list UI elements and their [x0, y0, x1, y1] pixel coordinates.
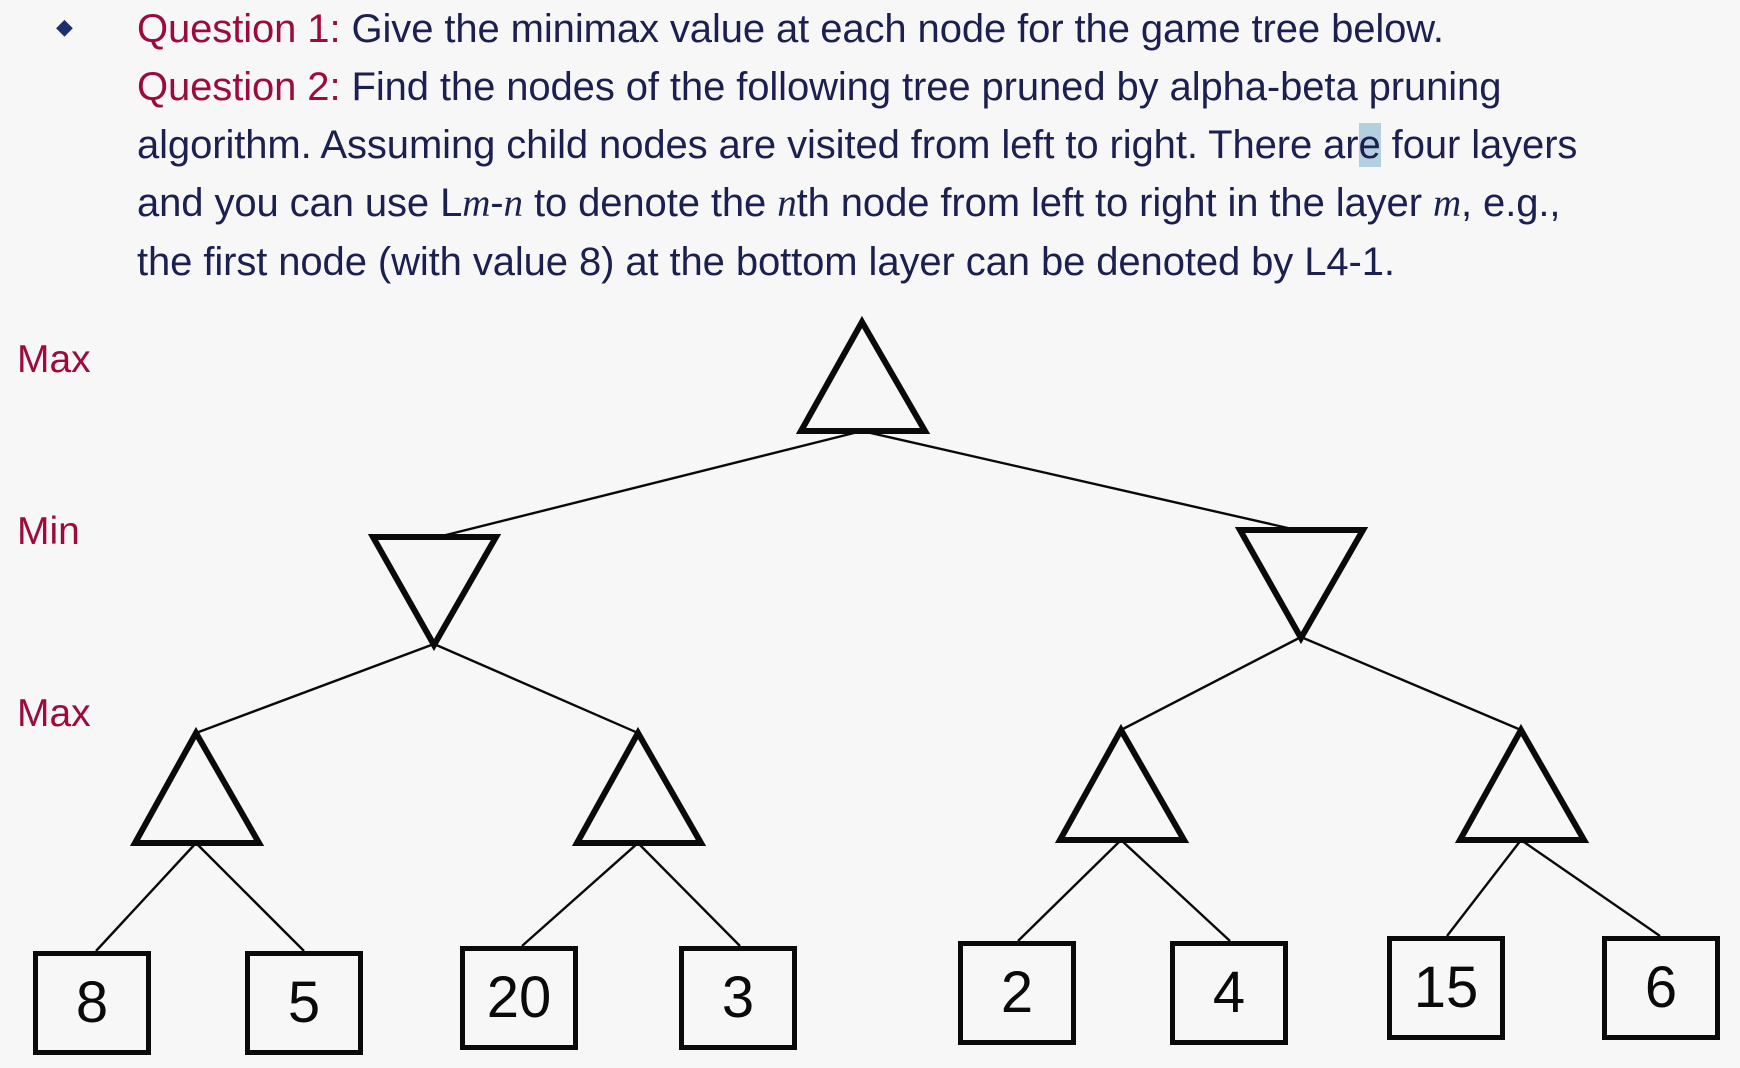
node-l2-2-min-triangle[interactable] [1234, 527, 1369, 645]
node-l1-1-max-triangle[interactable] [795, 315, 931, 434]
leaf-value: 15 [1413, 955, 1479, 1020]
node-l3-1-max-triangle[interactable] [129, 726, 265, 846]
node-l3-3-max-triangle[interactable] [1054, 723, 1190, 843]
edge-l3-2-to-l4-3 [521, 842, 639, 947]
leaf-node-l4-8[interactable]: 6 [1602, 936, 1720, 1040]
math-var-m-1: m [462, 182, 491, 225]
leaf-node-l4-5[interactable]: 2 [958, 941, 1076, 1045]
node-l2-1-min-triangle[interactable] [367, 534, 502, 652]
math-var-n-1: n [503, 182, 524, 225]
layer-label-max-bottom: Max [17, 692, 91, 735]
question-1-body: Give the minimax value at each node for … [340, 7, 1444, 51]
leaf-value: 2 [1000, 960, 1034, 1025]
edge-l3-1-to-l4-2 [195, 842, 305, 952]
node-l3-4-max-triangle[interactable] [1454, 723, 1590, 843]
edge-l3-4-to-l4-8 [1520, 839, 1661, 937]
leaf-node-l4-7[interactable]: 15 [1387, 936, 1505, 1040]
leaf-value: 3 [721, 965, 755, 1030]
edge-l2-2-to-l3-3 [1120, 635, 1302, 732]
question-2-body-part6: , e.g., the first node (with value 8) at… [137, 181, 1561, 284]
leaf-value: 6 [1644, 955, 1678, 1020]
question-block: ◆ Question 1: Give the minimax value at … [0, 0, 1640, 320]
bullet-diamond-icon: ◆ [56, 14, 73, 39]
leaf-node-l4-1[interactable]: 8 [33, 951, 151, 1055]
leaf-value: 20 [486, 965, 552, 1030]
question-2-body-part1: Find the nodes of the following tree pru… [137, 65, 1502, 167]
edge-l3-4-to-l4-7 [1446, 839, 1522, 937]
edge-l2-1-to-l3-2 [433, 642, 639, 735]
edge-l1-1-to-l2-2 [861, 429, 1302, 533]
edge-l3-3-to-l4-5 [1017, 839, 1122, 942]
layer-label-max-top: Max [17, 338, 91, 381]
question-2-body-part3: - [490, 181, 504, 225]
edge-l2-1-to-l3-1 [195, 642, 435, 735]
leaf-node-l4-3[interactable]: 20 [460, 946, 578, 1050]
question-1-label: Question 1: [137, 7, 341, 51]
leaf-node-l4-6[interactable]: 4 [1170, 941, 1288, 1045]
edge-l3-3-to-l4-6 [1120, 839, 1231, 942]
leaf-node-l4-4[interactable]: 3 [679, 946, 797, 1050]
selected-character: e [1358, 123, 1381, 167]
edge-l2-2-to-l3-4 [1300, 635, 1522, 732]
leaf-node-l4-2[interactable]: 5 [245, 951, 363, 1055]
leaf-value: 8 [75, 970, 109, 1035]
edge-l3-2-to-l4-4 [637, 842, 741, 947]
question-text: Question 1: Give the minimax value at ea… [137, 0, 1607, 291]
question-2-body-part2: four layers and you can use L [137, 123, 1578, 225]
leaf-value: 5 [287, 970, 321, 1035]
question-2-body-part5: th node from left to right in the layer [796, 181, 1433, 225]
leaf-value: 4 [1212, 960, 1246, 1025]
question-2-body-part4: to denote the [522, 181, 778, 225]
question-2-label: Question 2: [137, 65, 341, 109]
edge-l1-1-to-l2-1 [433, 429, 863, 540]
layer-label-min: Min [17, 510, 80, 553]
math-var-m-2: m [1432, 182, 1462, 225]
math-var-n-2: n [777, 182, 797, 225]
edge-l3-1-to-l4-1 [95, 842, 197, 952]
node-l3-2-max-triangle[interactable] [571, 726, 707, 846]
